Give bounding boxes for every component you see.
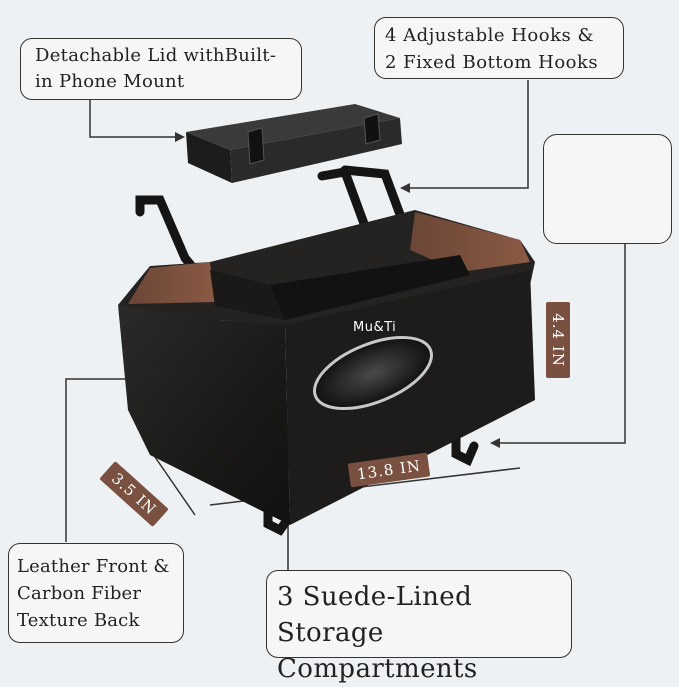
callout-detachable-lid: Detachable Lid withBuilt- in Phone Mount: [20, 38, 302, 100]
callout-leather-line-2: Carbon Fiber: [17, 583, 142, 604]
detachable-lid: [186, 104, 402, 183]
callout-suede-line-1: 3 Suede-Lined Storage: [277, 582, 473, 648]
callout-leather-line-3: Texture Back: [17, 610, 140, 631]
brand-logo-text: Mu&Ti: [353, 320, 397, 335]
callout-hooks-line-2: 2 Fixed Bottom Hooks: [385, 52, 599, 73]
callout-lid-line-1: Detachable Lid withBuilt-: [35, 45, 277, 66]
callout-hooks-line-1: 4 Adjustable Hooks &: [385, 25, 594, 46]
callout-hooks: 4 Adjustable Hooks & 2 Fixed Bottom Hook…: [374, 17, 624, 79]
callout-lid-line-2: in Phone Mount: [35, 71, 185, 92]
callout-suede-compartments: 3 Suede-Lined Storage Compartments: [266, 570, 572, 684]
organizer-box: [118, 210, 535, 525]
dimension-height-label: 4.4 IN: [546, 302, 570, 378]
callout-leather-line-1: Leather Front &: [17, 556, 170, 577]
callout-suede-line-2: Compartments: [277, 654, 478, 684]
hooks-inset-frame: [543, 134, 672, 244]
callout-leather-front: Leather Front & Carbon Fiber Texture Bac…: [8, 543, 184, 643]
